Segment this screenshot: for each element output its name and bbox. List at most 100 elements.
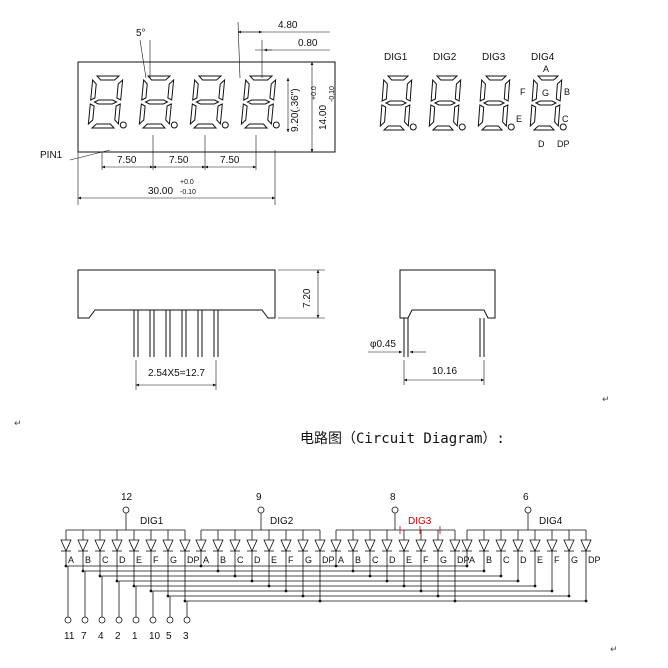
diode-label-e: E <box>271 555 277 565</box>
diode <box>77 539 89 552</box>
diode-label-dp: DP <box>187 555 200 565</box>
bottom-pin-label-3: 4 <box>98 631 104 642</box>
common-pin-terminal-1 <box>122 506 130 514</box>
diode <box>60 539 72 552</box>
diode-label-b: B <box>486 555 492 565</box>
diode <box>263 539 275 552</box>
bottom-pin-label-7: 5 <box>166 631 172 642</box>
seg-digit-label-3: DIG3 <box>482 52 506 63</box>
diode-label-f: F <box>153 555 159 565</box>
diode <box>495 539 507 552</box>
decimal-point <box>170 121 178 129</box>
diode-label-b: B <box>85 555 91 565</box>
diode-label-g: G <box>440 555 447 565</box>
decimal-point <box>507 123 515 131</box>
segment-digit-3 <box>477 75 515 131</box>
height2-tol-plus: +0.0 <box>311 86 318 100</box>
common-pin-label-2: 9 <box>256 492 262 503</box>
side-height-label: 7.20 <box>302 288 313 308</box>
decimal-point <box>221 121 229 129</box>
side-view-left <box>77 269 325 390</box>
angle-label: 5° <box>136 28 146 39</box>
circuit-diagram <box>60 506 592 624</box>
diode <box>580 539 592 552</box>
bottom-pin-terminal-3 <box>98 616 106 624</box>
diode <box>461 539 473 552</box>
decimal-point <box>458 123 466 131</box>
diode <box>314 539 326 552</box>
seg-label-d: D <box>538 139 545 149</box>
segment-digit-4 <box>529 75 567 131</box>
circuit-digit-label-4: DIG4 <box>539 516 563 527</box>
diode-label-d: D <box>119 555 126 565</box>
junction-dot <box>166 594 170 598</box>
bottom-pin-label-6: 10 <box>149 631 161 642</box>
bottom-pin-terminal-2 <box>81 616 89 624</box>
pin-dia-label: φ0.45 <box>370 339 396 350</box>
diode <box>111 539 123 552</box>
pitch-label-2: 7.50 <box>169 155 189 166</box>
diode-label-g: G <box>305 555 312 565</box>
segment-digit-2 <box>428 75 466 131</box>
diode-label-d: D <box>389 555 396 565</box>
side-view-right <box>368 269 496 385</box>
diode <box>179 539 191 552</box>
diode-label-d: D <box>520 555 527 565</box>
decimal-point <box>119 121 127 129</box>
diode-label-d: D <box>254 555 261 565</box>
diode-label-g: G <box>571 555 578 565</box>
common-pin-label-4: 6 <box>523 492 529 503</box>
diode <box>246 539 258 552</box>
diode-label-a: A <box>203 555 209 565</box>
diode-label-c: C <box>102 555 109 565</box>
diode-label-dp: DP <box>588 555 601 565</box>
diode <box>94 539 106 552</box>
height2-label: 14.00 <box>318 105 329 130</box>
common-pin-terminal-2 <box>257 506 265 514</box>
width-tol-minus: -0.10 <box>180 189 196 196</box>
diode <box>229 539 241 552</box>
bottom-pin-terminal-4 <box>115 616 123 624</box>
diode <box>212 539 224 552</box>
circuit-title: 电路图（Circuit Diagram）: <box>300 431 505 447</box>
bottom-pin-label-4: 2 <box>115 631 121 642</box>
bottom-pin-terminal-5 <box>132 616 140 624</box>
width-label: 30.00 <box>148 186 173 197</box>
bottom-pin-terminal-7 <box>166 616 174 624</box>
diode-label-e: E <box>406 555 412 565</box>
seg-label-f: F <box>520 87 526 97</box>
junction-dot <box>132 584 136 588</box>
seg-label-g: G <box>542 88 549 98</box>
pitch-label-1: 7.50 <box>117 155 137 166</box>
diode <box>145 539 157 552</box>
return-mark-2: ↵ <box>602 395 610 405</box>
diode <box>415 539 427 552</box>
diode <box>478 539 490 552</box>
decimal-point <box>559 123 567 131</box>
circuit-digit-label-2: DIG2 <box>270 516 294 527</box>
front-digit-4 <box>240 75 280 129</box>
junction-dot <box>115 579 119 583</box>
diode <box>330 539 342 552</box>
diode-label-b: B <box>220 555 226 565</box>
front-digit-2 <box>138 75 178 129</box>
height-label: 9.20(.36") <box>290 88 301 132</box>
pin1-label: PIN1 <box>40 150 63 161</box>
front-digit-3 <box>189 75 229 129</box>
seg-label-dp: DP <box>557 139 570 149</box>
bottom-pin-label-8: 3 <box>183 631 189 642</box>
diode <box>162 539 174 552</box>
diode-label-dp: DP <box>322 555 335 565</box>
height2-tol-minus: -0.10 <box>329 86 336 102</box>
diode-label-f: F <box>554 555 560 565</box>
diode-label-a: A <box>338 555 344 565</box>
diode-label-c: C <box>372 555 379 565</box>
junction-dot <box>64 564 68 568</box>
diode <box>398 539 410 552</box>
junction-dot <box>149 589 153 593</box>
junction-dot <box>81 569 85 573</box>
return-mark-1: ↵ <box>14 419 22 429</box>
diode-label-dp: DP <box>457 555 470 565</box>
